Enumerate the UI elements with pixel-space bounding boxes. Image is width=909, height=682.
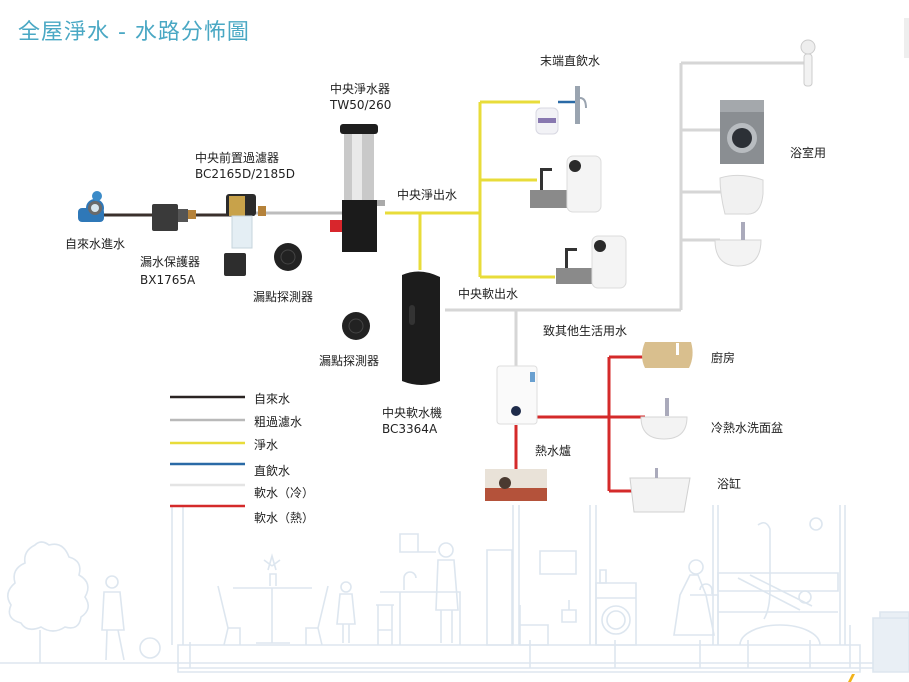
central-purifier-icon: [330, 124, 385, 252]
brand-mark: [848, 674, 855, 682]
water-dispenser-icon: [530, 155, 602, 213]
leak-detector-icon: [342, 312, 370, 340]
toilet-icon: [719, 174, 764, 215]
shower-sketch: [757, 521, 771, 620]
gardener-sketch: [105, 575, 119, 589]
label-leak-detector-2: 漏點探測器: [319, 354, 380, 368]
label-softener-name: 中央軟水機: [382, 406, 443, 420]
label-prefilter-name: 中央前置過濾器: [195, 151, 280, 165]
water-dispenser-icon: [556, 235, 627, 289]
leak-protector-icon: [152, 204, 196, 231]
label-kitchen: 廚房: [711, 351, 736, 365]
washing-machine-icon: [720, 100, 764, 164]
washing-machine-sketch: [595, 582, 637, 646]
legend-label: 軟水（冷）: [254, 486, 315, 500]
label-leak-protector-model: BX1765A: [140, 273, 196, 287]
water-heater-icon: [496, 365, 538, 425]
page-title: 全屋淨水 - 水路分怖圖: [18, 20, 250, 45]
label-bathroom: 浴室用: [790, 146, 827, 160]
bathtub-sketch: [717, 572, 839, 592]
legend-label: 自來水: [254, 392, 291, 406]
pipe-soft-hot: [514, 355, 648, 493]
shower-head-icon: [800, 39, 816, 87]
label-central-purifier-model: TW50/260: [330, 98, 392, 112]
label-leak-detector-1: 漏點探測器: [253, 290, 314, 304]
chef-sketch: [438, 542, 454, 558]
label-heater: 熱水爐: [535, 444, 572, 458]
label-prefilter-model: BC2165D/2185D: [195, 167, 296, 181]
label-central-purifier-name: 中央淨水器: [330, 82, 391, 96]
label-pure-out: 中央淨出水: [397, 188, 458, 202]
label-end-drinking: 末端直飲水: [540, 54, 601, 68]
label-inlet: 自來水進水: [65, 237, 126, 251]
label-leak-protector-name: 漏水保護器: [140, 255, 201, 269]
label-basin: 冷熱水洗面盆: [711, 421, 784, 435]
girl-sketch: [340, 581, 352, 593]
floor-heating-photo-icon: [485, 469, 547, 501]
edge-shadow: [904, 18, 909, 58]
bathtub-icon: [629, 468, 691, 513]
tree-sketch: [7, 541, 89, 632]
legend-label: 粗過濾水: [254, 415, 303, 429]
bathroom-basin-icon: [714, 222, 762, 267]
woman-sketch: [688, 559, 704, 575]
leak-detector-icon: [274, 243, 302, 271]
label-bathtub: 浴缸: [717, 477, 742, 491]
softener-icon: [402, 271, 440, 385]
wash-basin-icon: [640, 398, 688, 440]
prefilter-icon: [224, 194, 266, 276]
legend-label: 直飲水: [254, 464, 291, 478]
kitchen-sink-icon: [642, 342, 693, 368]
direct-drink-faucet-icon: [535, 86, 587, 135]
water-meter-icon: [78, 191, 104, 222]
toilet-sketch: [519, 605, 549, 646]
pipe-pure-water: [385, 100, 555, 279]
legend-label: 淨水: [254, 438, 279, 452]
label-softener-model: BC3364A: [382, 422, 438, 436]
label-other-use: 致其他生活用水: [543, 324, 628, 338]
fridge-sketch: [486, 549, 513, 646]
legend-label: 軟水（熱）: [254, 511, 315, 525]
stool-sketch: [376, 604, 394, 645]
label-soft-out: 中央軟出水: [458, 287, 519, 301]
pipe-soft-cold: [445, 61, 810, 368]
kitchen-counter-sketch: [380, 591, 461, 645]
